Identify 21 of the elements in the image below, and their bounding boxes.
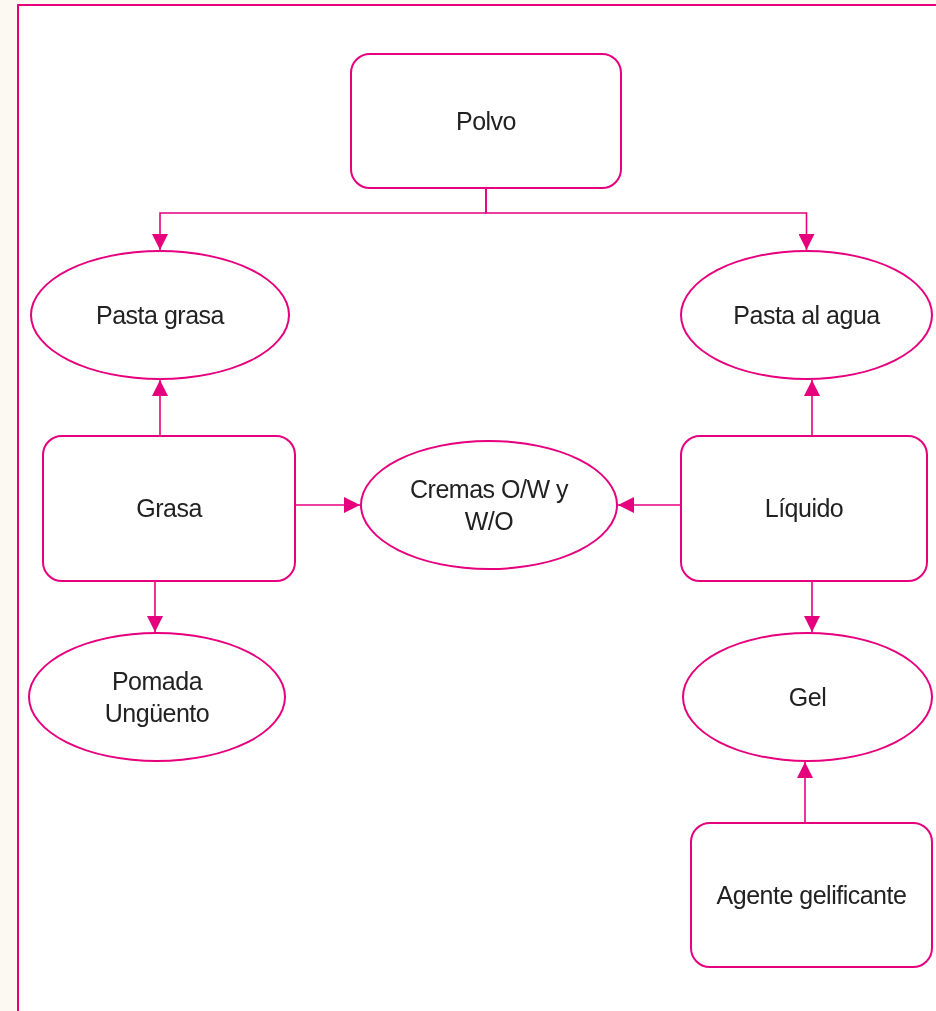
arrow: [152, 379, 168, 436]
process-box: [680, 435, 928, 582]
node-label: Agente gelificante: [716, 879, 907, 911]
arrow: [295, 497, 361, 513]
node-label: Cremas O/W y W/O: [409, 473, 570, 537]
node-label: Polvo: [455, 105, 516, 137]
arrow: [147, 581, 163, 633]
node-label: Gel: [788, 681, 827, 713]
arrow: [804, 379, 820, 436]
process-box: [42, 435, 296, 582]
process-box: [350, 53, 622, 189]
arrow: [617, 497, 681, 513]
arrow: [485, 188, 815, 251]
node-label: Pomada Ungüento: [103, 665, 211, 729]
node-label: Grasa: [136, 493, 202, 525]
node-label: Pasta grasa: [96, 299, 224, 331]
arrow: [797, 761, 813, 823]
node-label: Pasta al agua: [733, 299, 880, 331]
node-label: Líquido: [764, 493, 844, 525]
process-box: [690, 822, 933, 968]
arrow: [804, 581, 820, 633]
